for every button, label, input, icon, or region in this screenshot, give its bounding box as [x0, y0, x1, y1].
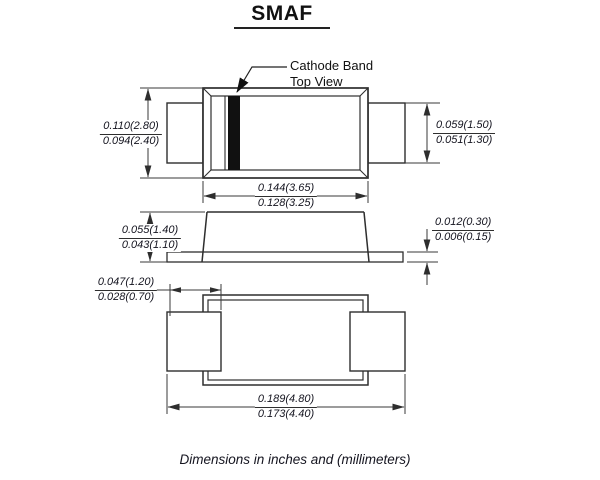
- page-title: SMAF: [234, 2, 330, 29]
- side-view: [166, 211, 404, 263]
- dim-profile-height-min: 0.043(1.10): [121, 239, 179, 251]
- dim-body-width-max: 0.144(3.65): [254, 182, 318, 197]
- dim-lead-width-max: 0.059(1.50): [433, 119, 496, 134]
- bottom-view-left-pad: [166, 311, 222, 372]
- cathode-band-label: Cathode Band: [290, 58, 374, 73]
- units-note: Dimensions in inches and (millimeters): [179, 452, 411, 467]
- dim-pad-width-min: 0.028(0.70): [97, 291, 155, 303]
- dim-body-height-min: 0.094(2.40): [102, 135, 160, 147]
- cathode-band-mark: [228, 96, 240, 170]
- side-view-lead-strip: [166, 251, 404, 263]
- side-view-body-left-slant: [201, 211, 208, 263]
- top-view: [166, 66, 406, 179]
- dim-pad-width-max: 0.047(1.20): [94, 276, 158, 291]
- cathode-band-leader-line: [236, 66, 287, 93]
- side-view-body-right-slant: [363, 211, 370, 263]
- cathode-band-callout: Cathode Band Top View: [290, 58, 373, 90]
- top-view-label: Top View: [290, 74, 343, 89]
- dim-lead-thickness-max: 0.012(0.30): [432, 216, 495, 231]
- top-view-body-outer: [202, 87, 369, 179]
- dim-profile-height: 0.055(1.40) 0.043(1.10): [118, 224, 182, 252]
- bottom-view-right-pad: [349, 311, 406, 372]
- dim-body-height-max: 0.110(2.80): [100, 120, 162, 135]
- dim-lead-width-min: 0.051(1.30): [436, 134, 493, 146]
- bottom-view-body-outer: [202, 294, 369, 386]
- dim-overall-width: 0.189(4.80) 0.173(4.40): [254, 393, 318, 421]
- bottom-view: [166, 294, 406, 386]
- dim-overall-width-min: 0.173(4.40): [257, 408, 315, 420]
- dim-body-width-min: 0.128(3.25): [257, 197, 315, 209]
- dim-overall-width-max: 0.189(4.80): [254, 393, 318, 408]
- top-view-right-lead: [367, 102, 406, 164]
- top-view-body-inner: [210, 95, 361, 171]
- top-view-left-lead: [166, 102, 204, 164]
- dim-pad-width: 0.047(1.20) 0.028(0.70): [94, 276, 158, 304]
- dim-body-width: 0.144(3.65) 0.128(3.25): [254, 182, 318, 210]
- dim-lead-thickness-min: 0.006(0.15): [435, 231, 492, 243]
- dim-body-height: 0.110(2.80) 0.094(2.40): [99, 120, 163, 148]
- dim-lead-thickness: 0.012(0.30) 0.006(0.15): [432, 216, 495, 244]
- dim-lead-width: 0.059(1.50) 0.051(1.30): [433, 119, 496, 147]
- dim-profile-height-max: 0.055(1.40): [118, 224, 182, 239]
- top-view-chamfer-lines: [202, 87, 369, 179]
